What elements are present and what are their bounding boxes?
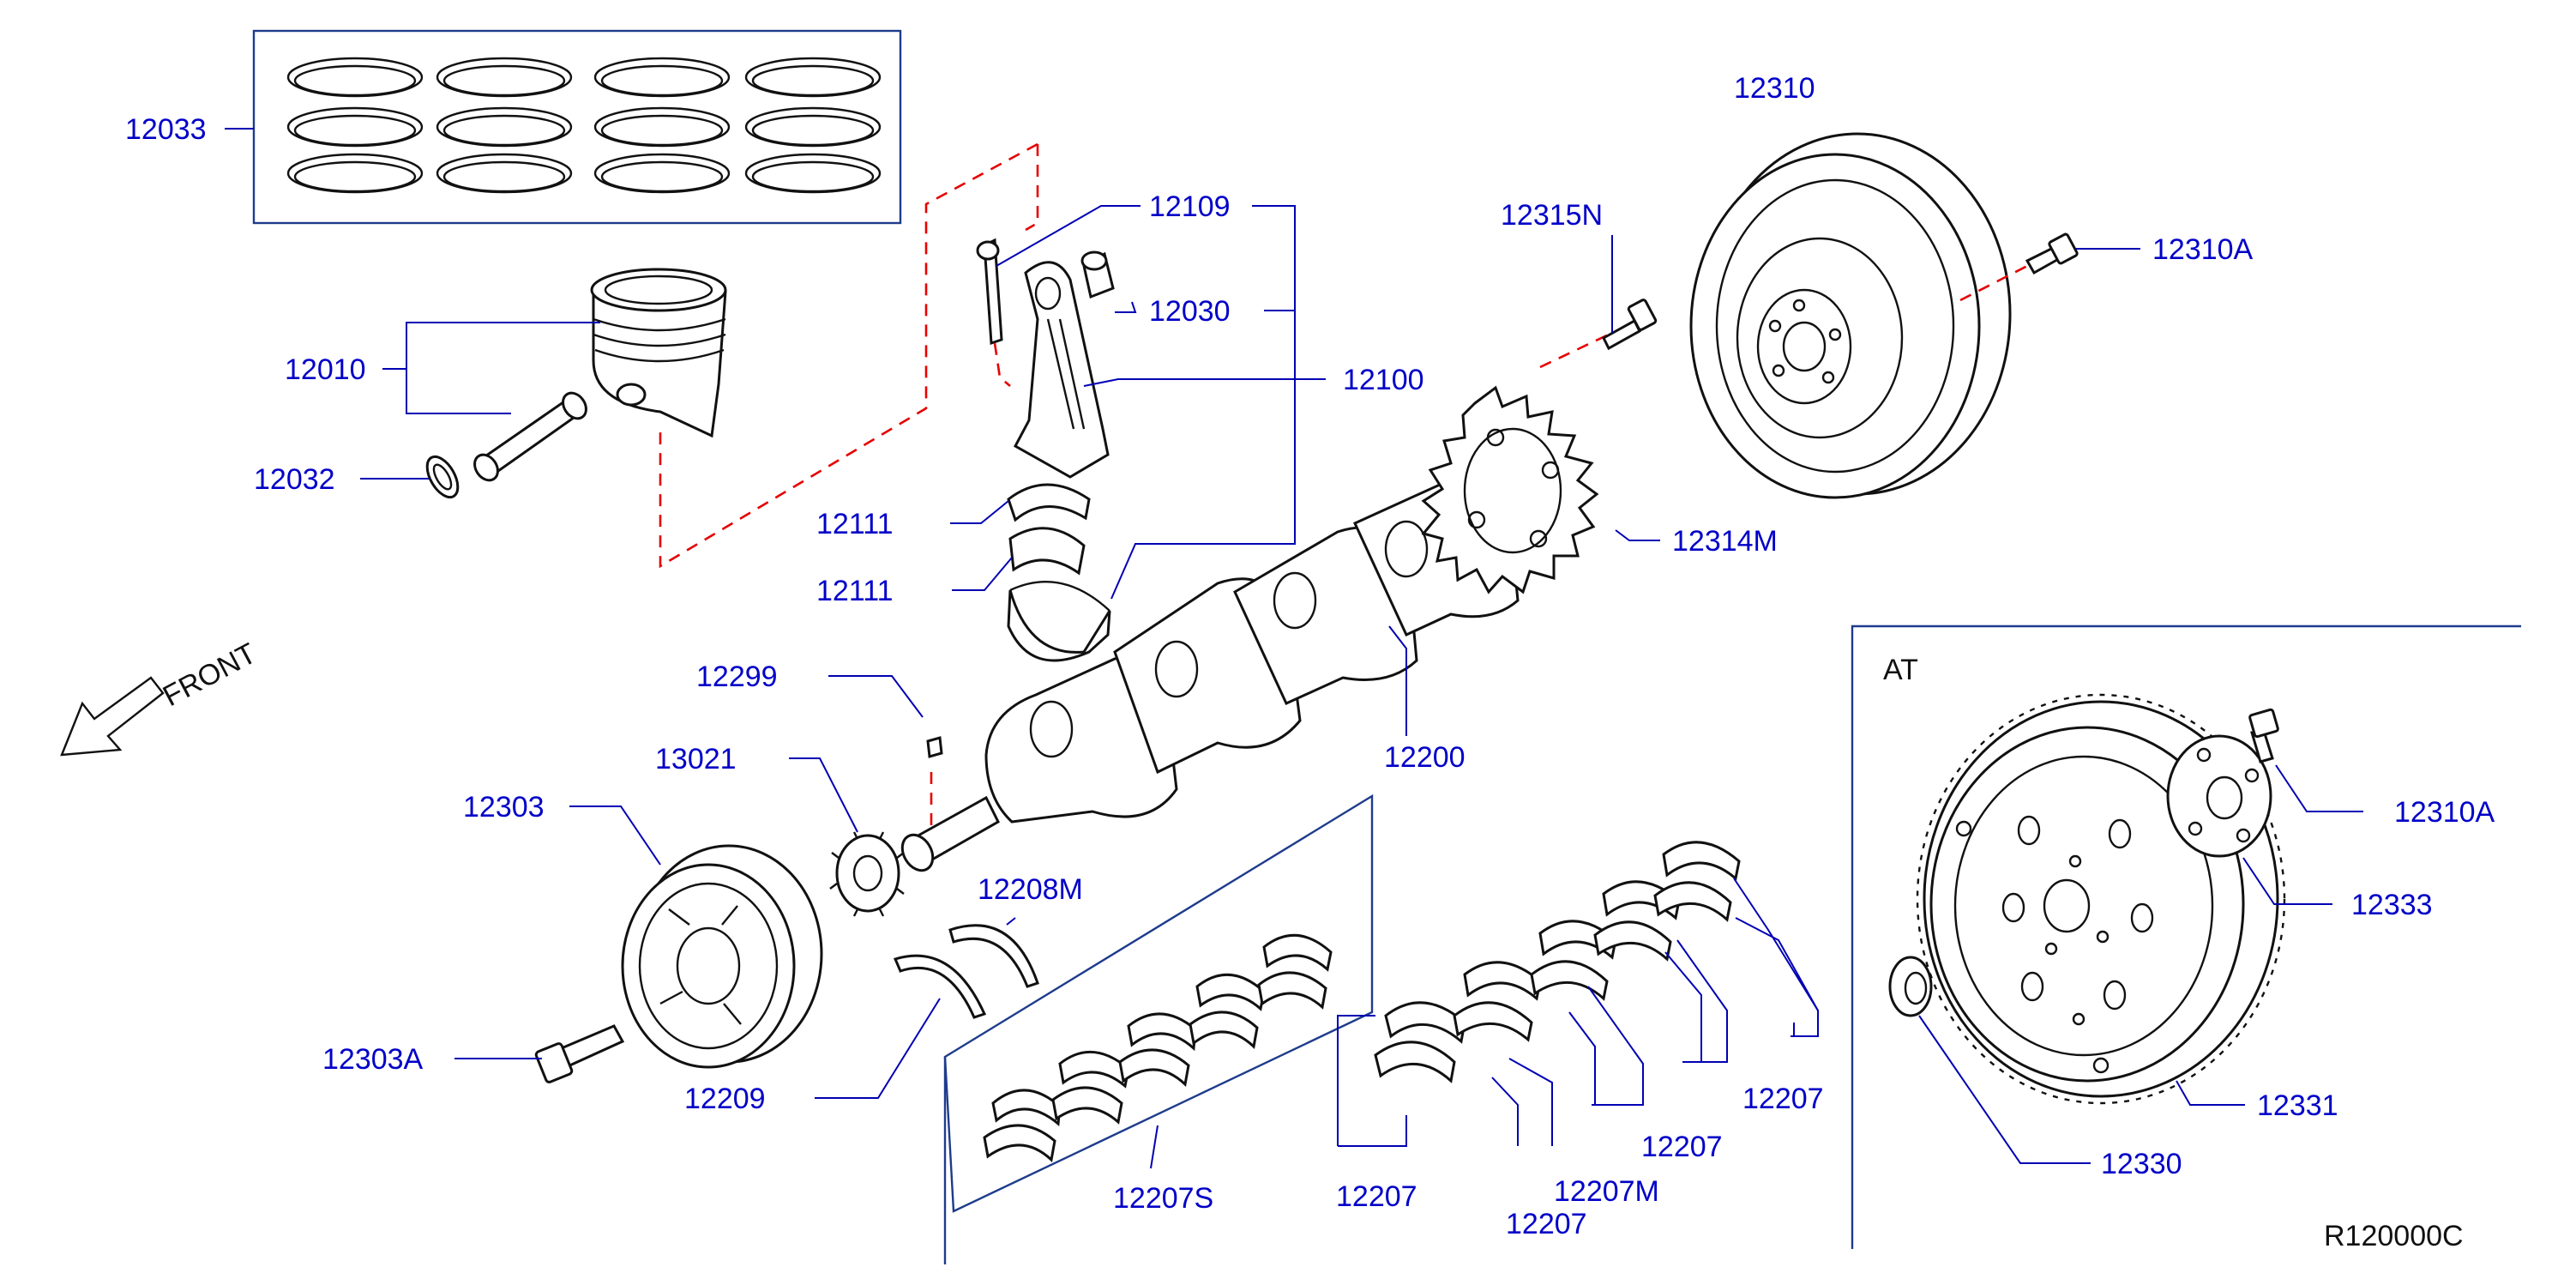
callout-13021: 13021 xyxy=(655,743,737,775)
callout-12109: 12109 xyxy=(1149,190,1231,223)
callout-12111-upper: 12111 xyxy=(816,508,894,540)
drive-plate-bolt xyxy=(1602,299,1658,351)
callout-12010: 12010 xyxy=(285,353,366,386)
at-plate-bolt xyxy=(2248,708,2279,763)
at-drive-plate xyxy=(1916,693,2286,1105)
callout-12111-lower: 12111 xyxy=(816,575,894,607)
callout-12200: 12200 xyxy=(1384,741,1466,774)
bearing-set-box xyxy=(943,793,1374,1213)
callout-12331: 12331 xyxy=(2257,1089,2338,1122)
piston-ring-set-box xyxy=(252,29,902,225)
at-panel-border xyxy=(1851,624,2521,1249)
main-bearing-set xyxy=(983,934,1333,1162)
callout-12303: 12303 xyxy=(463,791,545,824)
callout-12315N: 12315N xyxy=(1501,199,1603,232)
diagram-code: R120000C xyxy=(2324,1220,2464,1252)
callout-12207M: 12207M xyxy=(1554,1175,1659,1208)
crank-sprocket xyxy=(829,831,905,917)
rod-bearing-lower xyxy=(1008,527,1086,576)
front-direction-arrow xyxy=(60,676,165,757)
at-pilot-bushing xyxy=(1888,956,1933,1017)
at-reinforcement-plate xyxy=(2166,734,2272,858)
connecting-rod xyxy=(976,238,1115,479)
callout-12310A-at: 12310A xyxy=(2394,796,2495,829)
callout-12207-c: 12207 xyxy=(1641,1131,1723,1163)
hidden-assembly-path xyxy=(1539,331,1613,369)
piston xyxy=(590,268,727,438)
drive-plate xyxy=(1421,385,1599,594)
callout-12299: 12299 xyxy=(696,661,778,693)
callout-12207-d: 12207 xyxy=(1742,1083,1824,1115)
hidden-assembly-path xyxy=(993,342,1011,387)
at-label: AT xyxy=(1883,654,1918,686)
callout-12207S: 12207S xyxy=(1113,1182,1213,1215)
hidden-assembly-path xyxy=(1025,144,1039,232)
flywheel-bolt xyxy=(2025,232,2079,275)
callout-12207-b: 12207 xyxy=(1506,1208,1587,1240)
callout-12310A: 12310A xyxy=(2152,233,2254,266)
crank-pulley xyxy=(621,844,823,1069)
main-bearings xyxy=(1374,841,1741,1083)
pulley-bolt xyxy=(534,1024,625,1083)
callout-12314M: 12314M xyxy=(1672,525,1778,558)
rod-bearing-upper xyxy=(1007,483,1091,522)
piston-rings xyxy=(286,57,882,194)
callout-12032: 12032 xyxy=(254,463,335,496)
callout-12208M: 12208M xyxy=(978,873,1083,906)
callout-12310: 12310 xyxy=(1734,72,1815,105)
callout-12100: 12100 xyxy=(1343,364,1424,396)
hidden-assembly-path xyxy=(659,142,1038,569)
callout-12207-a: 12207 xyxy=(1336,1180,1417,1213)
leader-lines xyxy=(225,128,2363,1169)
piston-pin xyxy=(473,391,587,482)
rod-cap xyxy=(1007,581,1111,662)
woodruff-key xyxy=(926,736,943,758)
thrust-washer-lower xyxy=(893,954,987,1019)
hidden-assembly-path xyxy=(1959,261,2035,302)
callout-12333: 12333 xyxy=(2351,889,2433,921)
callout-12030: 12030 xyxy=(1149,295,1231,328)
thrust-washer-upper xyxy=(948,924,1039,988)
flywheel xyxy=(1689,132,2012,499)
callout-12330: 12330 xyxy=(2101,1148,2182,1180)
front-label: FRONT xyxy=(158,637,262,714)
callout-12303A: 12303A xyxy=(322,1043,424,1076)
callout-12033: 12033 xyxy=(125,113,207,146)
callout-12209: 12209 xyxy=(684,1083,766,1115)
pin-snap-ring xyxy=(425,455,460,499)
callout-labels: 12033 12010 12032 12109 12030 12100 1211… xyxy=(125,72,2495,1240)
